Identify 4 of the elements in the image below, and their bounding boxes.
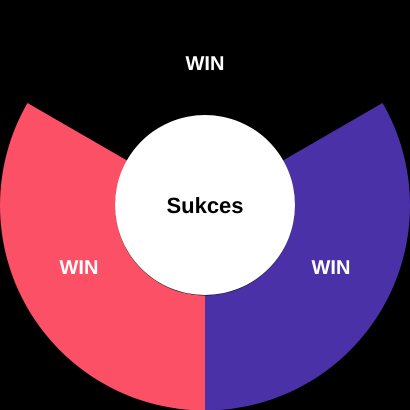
segment-label: WIN (60, 258, 98, 278)
center-label: Sukces (166, 192, 244, 220)
segment-label: WIN (312, 258, 350, 278)
segment-label: WIN (186, 54, 224, 74)
